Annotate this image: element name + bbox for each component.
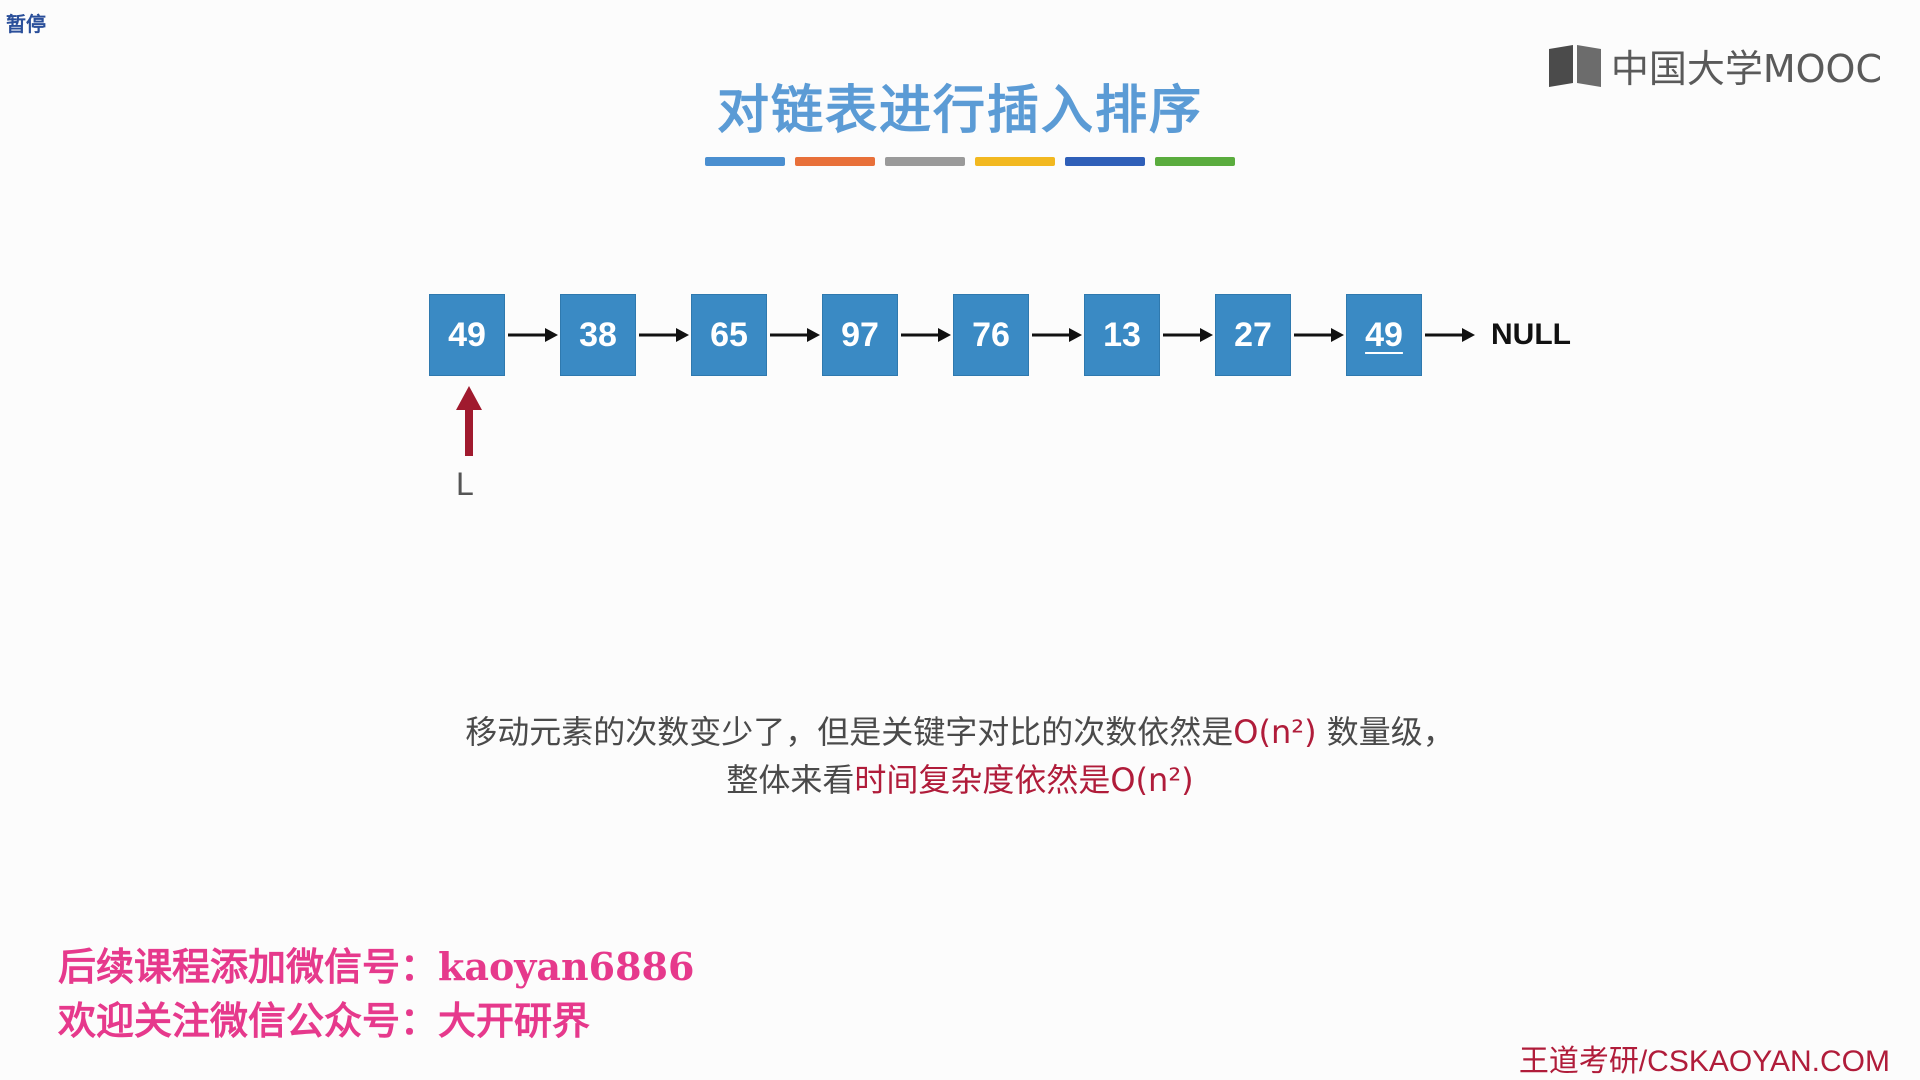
list-node: 49 xyxy=(429,294,505,376)
complexity-highlight: O(n²) xyxy=(1233,713,1317,751)
book-logo-icon xyxy=(1548,44,1601,87)
description-line-1-suffix: 数量级， xyxy=(1316,713,1455,751)
next-arrow-icon xyxy=(1291,325,1346,345)
list-node-value: 38 xyxy=(579,315,617,354)
list-node-value: 97 xyxy=(841,315,879,354)
next-arrow-icon xyxy=(898,325,953,345)
linked-list: 49 38 65 97 76 13 27 49 NULL xyxy=(429,294,1571,376)
list-node-value: 65 xyxy=(710,315,748,354)
title-color-bar xyxy=(885,157,965,166)
title-color-bar xyxy=(795,157,875,166)
next-arrow-icon xyxy=(1029,325,1084,345)
list-node-value: 49 xyxy=(1365,315,1403,354)
logo-text: 中国大学MOOC xyxy=(1610,47,1882,91)
next-arrow-icon xyxy=(505,325,560,345)
title-color-bar xyxy=(975,157,1055,166)
list-node-value: 49 xyxy=(448,315,486,354)
promo-wechat-line: 后续课程添加微信号：kaoyan6886 xyxy=(58,944,695,989)
title-color-bars xyxy=(705,157,1235,166)
title-color-bar xyxy=(1065,157,1145,166)
next-arrow-icon xyxy=(1160,325,1215,345)
null-terminator: NULL xyxy=(1491,318,1571,351)
next-arrow-icon xyxy=(767,325,822,345)
list-node: 27 xyxy=(1215,294,1291,376)
list-node-value: 27 xyxy=(1234,315,1272,354)
next-arrow-icon xyxy=(1422,325,1477,345)
footer-brand: 王道考研/CSKAOYAN.COM xyxy=(1518,1045,1890,1078)
pause-badge[interactable]: 暂停 xyxy=(6,12,46,36)
description-line-2-text: 整体来看 xyxy=(726,761,855,799)
mooc-logo: 中国大学MOOC xyxy=(1547,38,1882,93)
head-pointer-arrow-icon xyxy=(456,386,482,456)
list-node-value: 76 xyxy=(972,315,1010,354)
list-node: 38 xyxy=(560,294,636,376)
head-pointer-label: L xyxy=(456,466,474,502)
description-line-1: 移动元素的次数变少了，但是关键字对比的次数依然是O(n²) 数量级， xyxy=(0,708,1920,756)
list-node: 65 xyxy=(691,294,767,376)
promo-official-account-line: 欢迎关注微信公众号：大开研界 xyxy=(58,998,591,1043)
list-node: 97 xyxy=(822,294,898,376)
description: 移动元素的次数变少了，但是关键字对比的次数依然是O(n²) 数量级， 整体来看时… xyxy=(0,708,1920,804)
next-arrow-icon xyxy=(636,325,691,345)
title-color-bar xyxy=(1155,157,1235,166)
slide-title: 对链表进行插入排序 xyxy=(716,81,1203,141)
list-node: 13 xyxy=(1084,294,1160,376)
promo-watermark: 后续课程添加微信号：kaoyan6886 欢迎关注微信公众号：大开研界 xyxy=(58,940,694,1048)
time-complexity-highlight: 时间复杂度依然是O(n²) xyxy=(854,761,1194,799)
description-line-1-text: 移动元素的次数变少了，但是关键字对比的次数依然是 xyxy=(465,713,1234,751)
list-node-value: 13 xyxy=(1103,315,1141,354)
title-color-bar xyxy=(705,157,785,166)
list-node: 49 xyxy=(1346,294,1422,376)
description-line-2: 整体来看时间复杂度依然是O(n²) xyxy=(0,756,1920,804)
list-node: 76 xyxy=(953,294,1029,376)
